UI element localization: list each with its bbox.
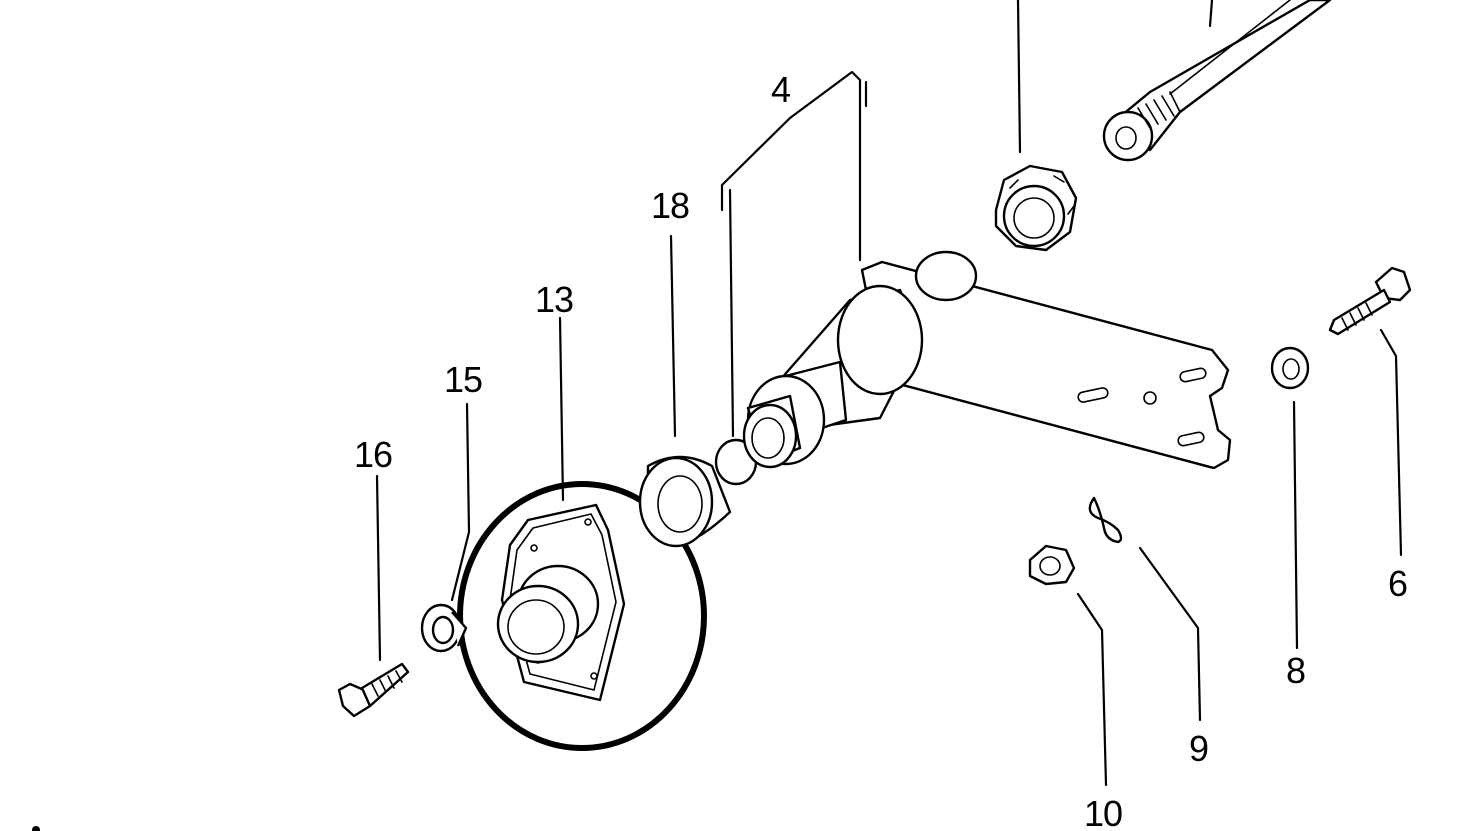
callout-15: 15 (444, 359, 482, 400)
bolt-16 (337, 662, 410, 718)
bearing-flange-13 (496, 503, 626, 702)
bearing-ring-18 (638, 455, 732, 548)
shaft-lever-4 (742, 250, 1232, 470)
callout-16: 16 (354, 434, 392, 475)
washer-8 (1270, 346, 1310, 390)
callout-4: 4 (771, 69, 790, 110)
castle-nut (994, 164, 1078, 252)
callout-9: 9 (1189, 728, 1208, 769)
callout-10: 10 (1084, 793, 1122, 831)
callout-18: 18 (651, 185, 689, 226)
spring-washer-15 (420, 603, 468, 653)
callout-labels: 4 18 13 15 16 6 8 9 10 (354, 69, 1408, 831)
spring-clip-9 (1088, 496, 1123, 544)
leader-lines (375, 0, 1403, 787)
highlight-circle (457, 481, 707, 751)
callout-13: 13 (535, 279, 573, 320)
splined-shaft (1102, 0, 1332, 162)
callout-8: 8 (1286, 650, 1305, 691)
corner-mark (32, 826, 40, 831)
hex-nut-10 (1028, 544, 1076, 586)
callout-6: 6 (1388, 563, 1407, 604)
bolt-6 (1328, 266, 1412, 336)
